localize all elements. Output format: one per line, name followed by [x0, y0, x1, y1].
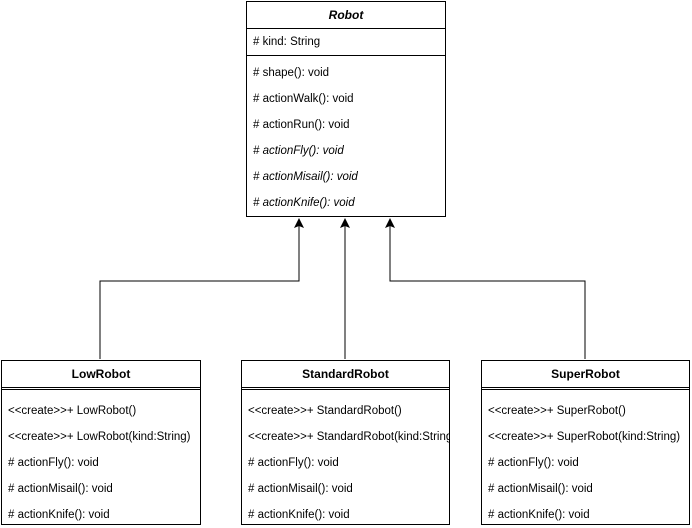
class-standardrobot-name: StandardRobot	[302, 367, 389, 381]
class-lowrobot-name: LowRobot	[71, 367, 131, 381]
class-standardrobot-divider	[242, 387, 449, 390]
class-robot-attribute: # kind: String	[253, 36, 321, 48]
class-standardrobot-method: # actionMisail(): void	[248, 483, 353, 495]
class-lowrobot[interactable]: LowRobot <<create>>+ LowRobot() <<create…	[1, 360, 201, 525]
class-robot-name-divider	[247, 28, 445, 29]
class-robot-abstract-method: # actionKnife(): void	[253, 197, 355, 209]
class-superrobot-method: # actionFly(): void	[488, 457, 579, 469]
class-robot-abstract-method: # actionFly(): void	[253, 145, 344, 157]
edge-lowrobot-to-robot	[99, 218, 304, 359]
class-superrobot-method: <<create>>+ SuperRobot(kind:String)	[488, 431, 681, 443]
class-robot[interactable]: Robot # kind: String # shape(): void # a…	[246, 1, 446, 217]
class-lowrobot-method: # actionMisail(): void	[8, 483, 113, 495]
class-lowrobot-divider	[2, 387, 200, 390]
class-standardrobot-method: <<create>>+ StandardRobot()	[248, 405, 402, 417]
class-standardrobot-method: # actionKnife(): void	[248, 509, 350, 521]
class-robot-method: # shape(): void	[253, 67, 330, 79]
class-superrobot-divider	[482, 387, 689, 390]
class-lowrobot-method: # actionFly(): void	[8, 457, 99, 469]
class-lowrobot-method: <<create>>+ LowRobot(kind:String)	[8, 431, 191, 443]
class-robot-abstract-method: # actionMisail(): void	[253, 171, 358, 183]
class-superrobot-method: <<create>>+ SuperRobot()	[488, 405, 626, 417]
class-robot-method: # actionRun(): void	[253, 119, 350, 131]
class-standardrobot[interactable]: StandardRobot <<create>>+ StandardRobot(…	[241, 360, 450, 525]
class-lowrobot-method: # actionKnife(): void	[8, 509, 110, 521]
class-robot-method: # actionWalk(): void	[253, 93, 354, 105]
class-standardrobot-method: <<create>>+ StandardRobot(kind:String)	[248, 431, 449, 443]
class-superrobot[interactable]: SuperRobot <<create>>+ SuperRobot() <<cr…	[481, 360, 690, 525]
class-superrobot-method: # actionKnife(): void	[488, 509, 590, 521]
edge-superrobot-to-robot	[385, 218, 586, 359]
class-standardrobot-method: # actionFly(): void	[248, 457, 339, 469]
class-superrobot-name: SuperRobot	[551, 367, 620, 381]
class-robot-name: Robot	[328, 8, 364, 22]
class-lowrobot-method: <<create>>+ LowRobot()	[8, 405, 137, 417]
class-robot-attr-divider	[247, 55, 445, 56]
class-superrobot-method: # actionMisail(): void	[488, 483, 593, 495]
